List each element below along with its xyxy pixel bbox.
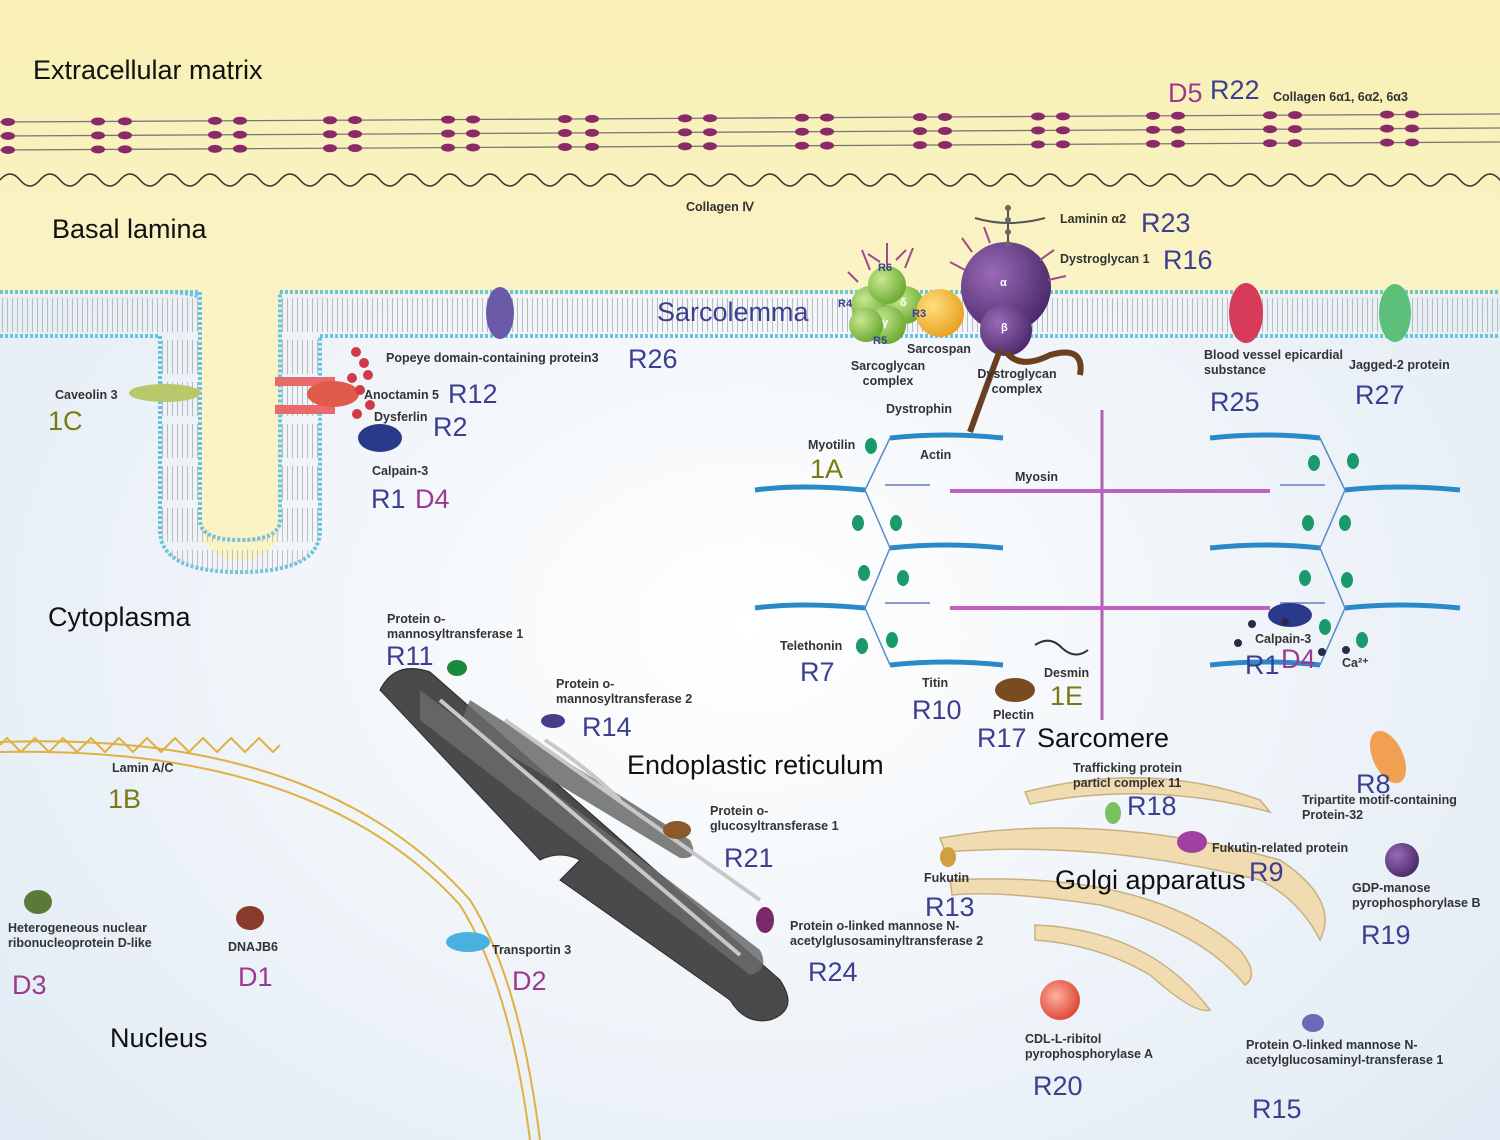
code-r22: R22: [1210, 75, 1260, 105]
fkrp-label: Fukutin-related protein: [1212, 841, 1349, 855]
code-r25: R25: [1210, 387, 1260, 417]
code-r19: R19: [1361, 920, 1411, 950]
code-r26: R26: [628, 344, 678, 374]
collagen6-label: Collagen 6α1, 6α2, 6α3: [1273, 90, 1408, 104]
code-r21: R21: [724, 843, 774, 873]
dystroglycan1-label: Dystroglycan 1: [1060, 252, 1150, 266]
code-r18: R18: [1127, 791, 1177, 821]
caveolin-label: Caveolin 3: [55, 388, 118, 402]
code-d2: D2: [512, 966, 547, 996]
anoctamin-label: Anoctamin 5: [364, 388, 440, 402]
pomgnt1-label: Protein O-linked mannose N-acetylglucosa…: [1246, 1038, 1444, 1067]
r4-marker: R4: [838, 298, 853, 310]
poglut1-label: Protein o-glucosyltransferase 1: [710, 804, 839, 833]
code-1b: 1B: [108, 784, 142, 814]
code-r16: R16: [1163, 245, 1213, 275]
code-r1-top: R1: [371, 484, 406, 514]
nucleus-label: Nucleus: [110, 1023, 208, 1053]
r6-marker: R6: [878, 262, 893, 274]
dystroglycan-complex-label: Dystroglycan complex: [977, 367, 1057, 396]
code-r17: R17: [977, 723, 1027, 753]
golgi-apparatus-label: Golgi apparatus: [1055, 865, 1246, 895]
desmin-label: Desmin: [1044, 666, 1090, 680]
dnajb6-label: DNAJB6: [228, 940, 279, 954]
hnrnpdl-label: Heterogeneous nuclear ribonucleoprotein …: [8, 921, 152, 950]
code-r27: R27: [1355, 380, 1405, 410]
calpain3-top-label: Calpain-3: [372, 464, 429, 478]
code-d4-top: D4: [415, 484, 450, 514]
pomgnt2-label: Protein o-linked mannose N-acetylglusosa…: [790, 919, 984, 948]
code-r10: R10: [912, 695, 962, 725]
extracellular-matrix-label: Extracellular matrix: [33, 55, 263, 85]
code-r15: R15: [1252, 1094, 1302, 1124]
calpain3-right-label: Calpain-3: [1255, 632, 1312, 646]
cytoplasma-label: Cytoplasma: [48, 602, 191, 632]
code-1e: 1E: [1050, 681, 1084, 711]
dystrophin-label: Dystrophin: [886, 402, 952, 416]
gmppb-label: GDP-manose pyrophosphorylase B: [1352, 881, 1481, 910]
laminin-label: Laminin α2: [1060, 212, 1127, 226]
code-r23: R23: [1141, 208, 1191, 238]
titin-label: Titin: [922, 676, 949, 690]
bves-label: Blood vessel epicardial substance: [1204, 348, 1343, 377]
code-r2: R2: [433, 412, 468, 442]
sarcoglycan-label: Sarcoglycan complex: [850, 359, 926, 388]
code-r11: R11: [386, 641, 434, 671]
popeye-label: Popeye domain-containing protein3: [386, 351, 599, 365]
code-r1-right: R1: [1245, 650, 1280, 680]
code-r7: R7: [800, 657, 835, 687]
sarcolemma-label: Sarcolemma: [657, 297, 809, 327]
crppa-label: CDL-L-ribitol pyrophosphorylase A: [1025, 1032, 1154, 1061]
alpha-marker: α: [1000, 277, 1007, 289]
code-d3: D3: [12, 970, 47, 1000]
telethonin-label: Telethonin: [780, 639, 843, 653]
myotilin-label: Myotilin: [808, 438, 856, 452]
plectin-label: Plectin: [993, 708, 1034, 722]
transportin-label: Transportin 3: [492, 943, 572, 957]
code-d1: D1: [238, 962, 273, 992]
r5-marker: R5: [873, 335, 888, 347]
code-r8: R8: [1356, 769, 1391, 799]
beta-marker: β: [1001, 322, 1008, 334]
dysferlin-label: Dysferlin: [374, 410, 428, 424]
collagen4-label: Collagen Ⅳ: [686, 200, 754, 214]
jagged2-label: Jagged-2 protein: [1349, 358, 1450, 372]
lamin-label: Lamin A/C: [112, 761, 174, 775]
code-r20: R20: [1033, 1071, 1083, 1101]
pomt1-label: Protein o-mannosyltransferase 1: [387, 612, 524, 641]
calcium-label: Ca²⁺: [1342, 656, 1369, 670]
trappc11-label: Trafficking protein particl complex 11: [1073, 761, 1183, 790]
code-r9: R9: [1249, 857, 1284, 887]
pomt2-label: Protein o-mannosyltransferase 2: [556, 677, 693, 706]
code-r12: R12: [448, 379, 498, 409]
code-1a: 1A: [810, 454, 844, 484]
code-r24: R24: [808, 957, 858, 987]
gamma-marker: γ: [882, 317, 889, 329]
fukutin-label: Fukutin: [924, 871, 970, 885]
code-r14: R14: [582, 712, 632, 742]
basal-lamina-label: Basal lamina: [52, 214, 207, 244]
code-r13: R13: [925, 892, 975, 922]
code-d5: D5: [1168, 78, 1203, 108]
r3-marker: R3: [912, 308, 927, 320]
actin-label: Actin: [920, 448, 952, 462]
delta-marker: δ: [900, 297, 907, 309]
sarcomere-label: Sarcomere: [1037, 723, 1170, 753]
code-d4-right: D4: [1281, 644, 1316, 674]
code-1c: 1C: [48, 406, 83, 436]
trim32-label: Tripartite motif-containing Protein-32: [1302, 793, 1457, 822]
myosin-label: Myosin: [1015, 470, 1059, 484]
endoplasmic-reticulum-label: Endoplastic reticulum: [627, 750, 884, 780]
sarcospan-label: Sarcospan: [907, 342, 971, 356]
